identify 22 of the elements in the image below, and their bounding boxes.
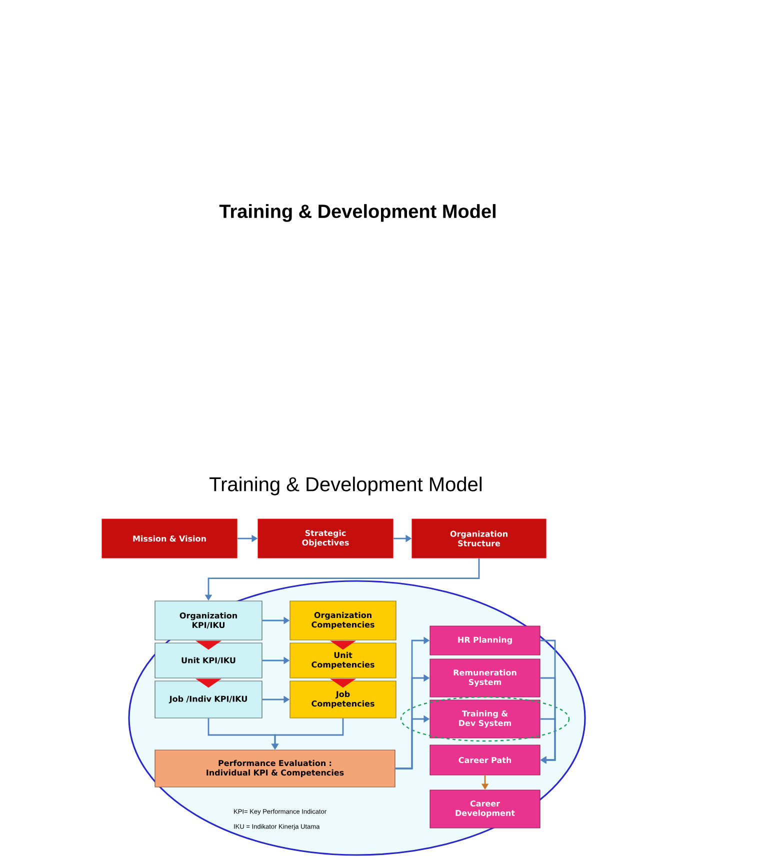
heading-box: Mission & Vision (102, 518, 238, 558)
hr-system-box: Training & Dev System (430, 700, 540, 738)
hr-system-box: HR Planning (430, 626, 540, 656)
kpi-box: Job /Indiv KPI/IKU (154, 680, 262, 718)
triangle-arrow (330, 640, 356, 650)
competency-box: Job Competencies (290, 680, 396, 718)
arrow (540, 718, 556, 764)
heading-box: Organization Structure (412, 518, 546, 558)
hr-system-box: Career Development (430, 790, 540, 828)
competency-box: Organization Competencies (290, 600, 396, 640)
title: Training & Development Model (219, 204, 496, 222)
hr-system-box: Remuneration System (430, 658, 540, 698)
heading-box: Strategic Objectives (258, 518, 394, 558)
triangle-arrow (196, 678, 222, 688)
kpi-box: Unit KPI/IKU (154, 642, 262, 678)
kpi-box: Organization KPI/IKU (154, 600, 262, 640)
hr-system-box: Career Path (430, 744, 540, 776)
triangle-arrow (196, 640, 222, 650)
competency-box: Unit Competencies (290, 642, 396, 678)
evaluation-box: Performance Evaluation : Individual KPI & Competencies (154, 750, 396, 788)
triangle-arrow (330, 678, 356, 688)
title: Training & Development Model (210, 476, 482, 496)
